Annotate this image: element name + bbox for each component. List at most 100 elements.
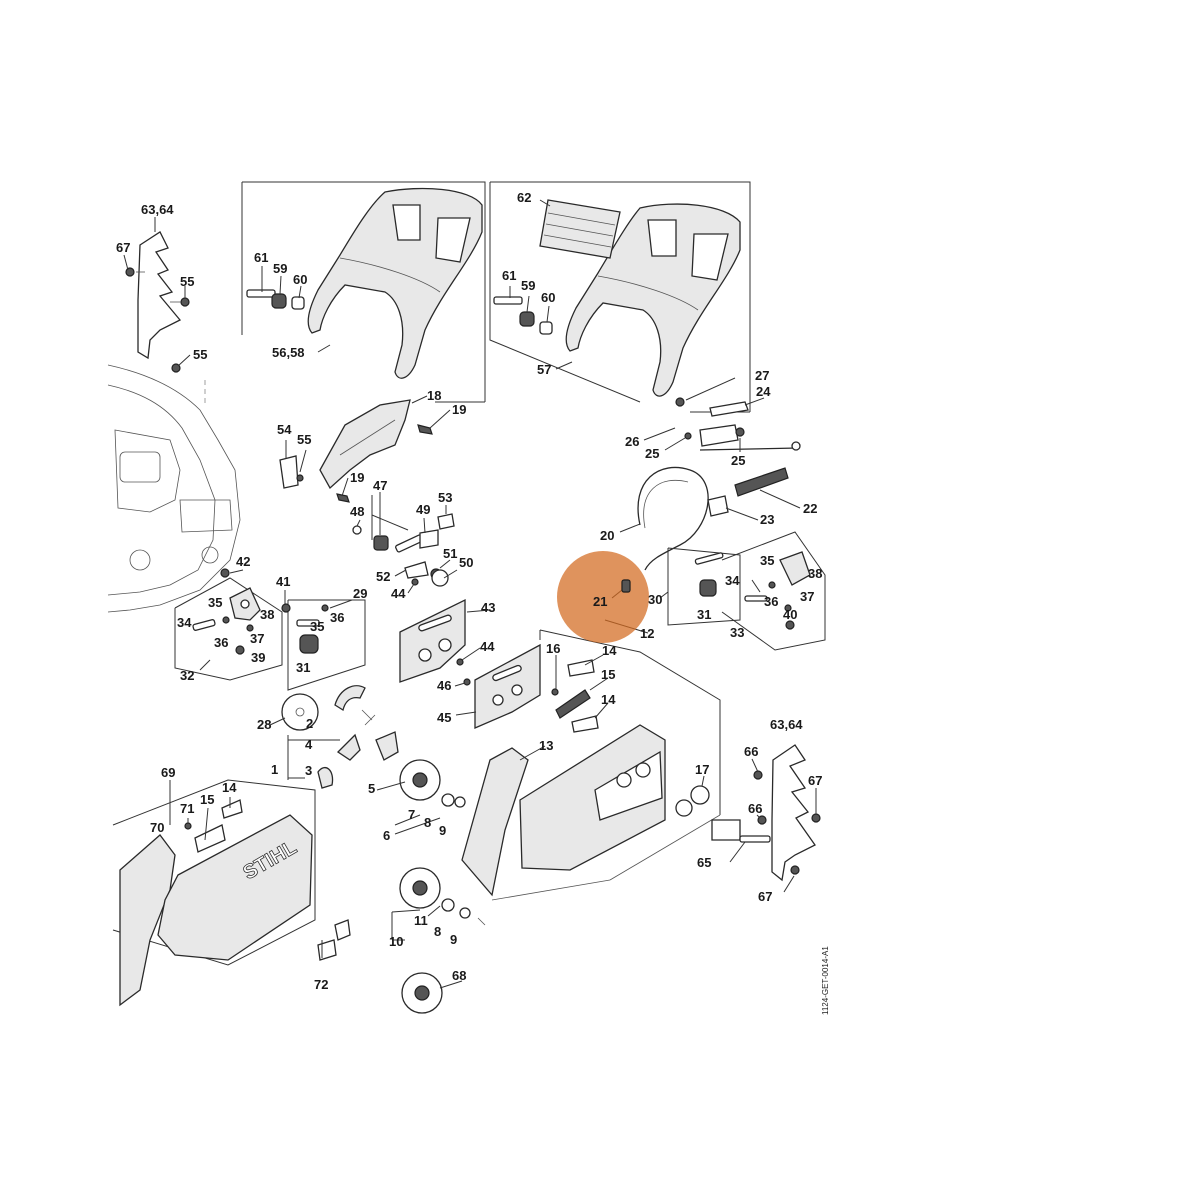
callout-40: 40 — [783, 607, 797, 622]
highlight-marker-21 — [557, 551, 649, 643]
bracket-assembly-top-left — [125, 231, 190, 373]
sprocket-group-10-11-68 — [317, 867, 486, 1014]
callout-44-a: 44 — [391, 586, 406, 601]
document-id: 1124-GET-0014-A1 — [821, 946, 830, 1015]
front-handguard-box-right — [489, 181, 751, 413]
callout-43: 43 — [481, 600, 495, 615]
callout-55-b: 55 — [193, 347, 207, 362]
oil-pump-group-30-33 — [667, 531, 826, 651]
callout-60-a: 60 — [293, 272, 307, 287]
callout-30: 30 — [648, 592, 662, 607]
sprocket-cover-box-12 — [461, 629, 721, 901]
callout-12: 12 — [640, 626, 654, 641]
callout-16: 16 — [546, 641, 560, 656]
bracket-assembly-right — [711, 744, 821, 882]
callout-27: 27 — [755, 368, 769, 383]
callout-5: 5 — [368, 781, 375, 796]
callout-55-a: 55 — [180, 274, 194, 289]
callout-20: 20 — [600, 528, 614, 543]
callout-46: 46 — [437, 678, 451, 693]
callout-61-a: 61 — [254, 250, 268, 265]
guide-plates-43-45 — [399, 598, 541, 729]
oil-pump-box-32 — [174, 577, 283, 681]
callout-10: 10 — [389, 934, 403, 949]
callout-34-a: 34 — [177, 615, 192, 630]
callout-18: 18 — [427, 388, 441, 403]
callout-56-58: 56,58 — [272, 345, 305, 360]
callout-38-a: 38 — [260, 607, 274, 622]
callout-44-b: 44 — [480, 639, 495, 654]
callout-35-b: 35 — [310, 619, 324, 634]
callout-24: 24 — [756, 384, 771, 399]
callout-25-a: 25 — [645, 446, 659, 461]
callout-70: 70 — [150, 820, 164, 835]
highlight-circle — [557, 551, 649, 643]
callout-21-highlighted: 21 — [593, 594, 607, 609]
callout-11: 11 — [414, 913, 428, 928]
callout-9-a: 9 — [439, 823, 446, 838]
callout-67-top-left: 67 — [116, 240, 130, 255]
callout-36-b: 36 — [214, 635, 228, 650]
callout-49: 49 — [416, 502, 430, 517]
callout-31-a: 31 — [296, 660, 310, 675]
callout-4: 4 — [305, 737, 313, 752]
callout-14-b: 14 — [601, 692, 616, 707]
callout-13: 13 — [539, 738, 553, 753]
callout-14-c: 14 — [222, 780, 237, 795]
callout-14-a: 14 — [602, 643, 617, 658]
callout-31-b: 31 — [697, 607, 711, 622]
callout-36-a: 36 — [330, 610, 344, 625]
callout-34-b: 34 — [725, 573, 740, 588]
callout-1: 1 — [271, 762, 278, 777]
callout-28: 28 — [257, 717, 271, 732]
callout-62: 62 — [517, 190, 531, 205]
callout-37-a: 37 — [250, 631, 264, 646]
callout-labels: 63,64 67 55 55 61 59 60 56,58 62 61 59 6… — [116, 190, 822, 992]
callout-45: 45 — [437, 710, 451, 725]
callout-67-c: 67 — [758, 889, 772, 904]
callout-8-b: 8 — [434, 924, 441, 939]
callout-48: 48 — [350, 504, 364, 519]
engine-housing-outline — [107, 364, 241, 613]
oil-pump-group-29 — [220, 568, 366, 691]
callout-61-b: 61 — [502, 268, 516, 283]
sprocket-cover-box-69: STIHL — [112, 779, 316, 1007]
callout-29: 29 — [353, 586, 367, 601]
callout-52: 52 — [376, 569, 390, 584]
callout-23: 23 — [760, 512, 774, 527]
callout-55-c: 55 — [297, 432, 311, 447]
callout-50: 50 — [459, 555, 473, 570]
callout-63-64-top-left: 63,64 — [141, 202, 174, 217]
callout-69: 69 — [161, 765, 175, 780]
callout-19-a: 19 — [452, 402, 466, 417]
callout-42: 42 — [236, 554, 250, 569]
part-18-cover — [279, 399, 433, 503]
callout-35-a: 35 — [208, 595, 222, 610]
callout-3: 3 — [305, 763, 312, 778]
callout-26: 26 — [625, 434, 639, 449]
callout-17: 17 — [695, 762, 709, 777]
callout-60-b: 60 — [541, 290, 555, 305]
callout-2: 2 — [306, 716, 313, 731]
callout-66-a: 66 — [744, 744, 758, 759]
callout-15-b: 15 — [200, 792, 214, 807]
callout-59-a: 59 — [273, 261, 287, 276]
callout-36-c: 36 — [764, 594, 778, 609]
leader-lines — [123, 199, 817, 989]
callout-8-a: 8 — [424, 815, 431, 830]
callout-32: 32 — [180, 668, 194, 683]
brake-band-group — [637, 397, 801, 571]
callout-71: 71 — [180, 801, 194, 816]
callout-68: 68 — [452, 968, 466, 983]
callout-9-b: 9 — [450, 932, 457, 947]
callout-47: 47 — [373, 478, 387, 493]
callout-15-a: 15 — [601, 667, 615, 682]
callout-38-b: 38 — [808, 566, 822, 581]
clutch-group — [281, 685, 466, 808]
callout-41: 41 — [276, 574, 290, 589]
callout-35-c: 35 — [760, 553, 774, 568]
callout-25-b: 25 — [731, 453, 745, 468]
chain-tensioner-group — [352, 495, 455, 587]
callout-19-b: 19 — [350, 470, 364, 485]
